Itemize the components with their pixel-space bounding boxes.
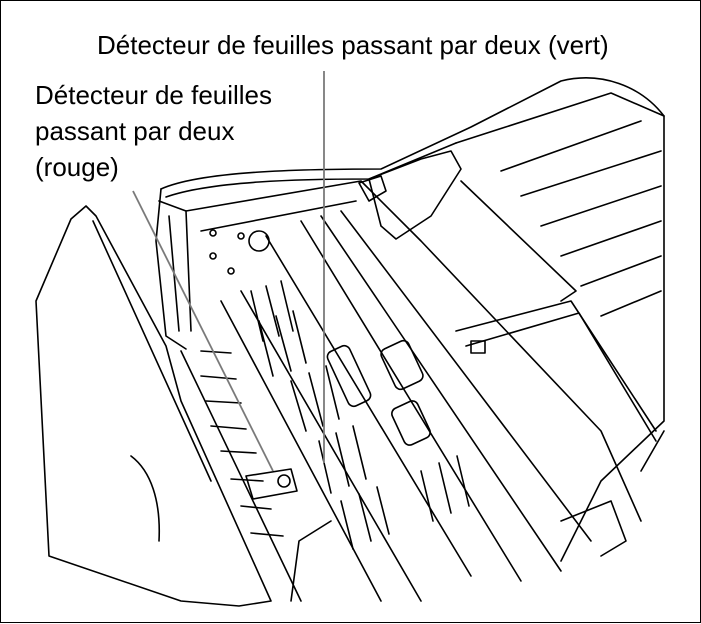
green-sensor-label: Détecteur de feuilles passant par deux (… [97, 30, 609, 60]
roller-area [185, 180, 642, 522]
roller-knob [248, 230, 270, 252]
scanner-rear-edge [165, 142, 457, 198]
document-chute [455, 92, 665, 144]
paper-guide [368, 150, 462, 240]
roller [391, 400, 431, 446]
body-left-panel [155, 188, 187, 350]
scanner-rear-housing [160, 77, 665, 562]
open-cover [35, 205, 272, 607]
roller [380, 339, 424, 391]
leader-line-red [132, 190, 274, 472]
side-guide [455, 300, 657, 432]
red-sensor-label: Détecteur de feuilles passant par deux (… [35, 77, 272, 185]
red-sensor-label-line-3: (rouge) [35, 152, 119, 182]
red-sensor-label-line-2: passant par deux [35, 116, 235, 146]
red-sensor-label-line-1: Détecteur de feuilles [35, 80, 273, 110]
roller [326, 344, 372, 408]
red-sensor [245, 468, 298, 500]
